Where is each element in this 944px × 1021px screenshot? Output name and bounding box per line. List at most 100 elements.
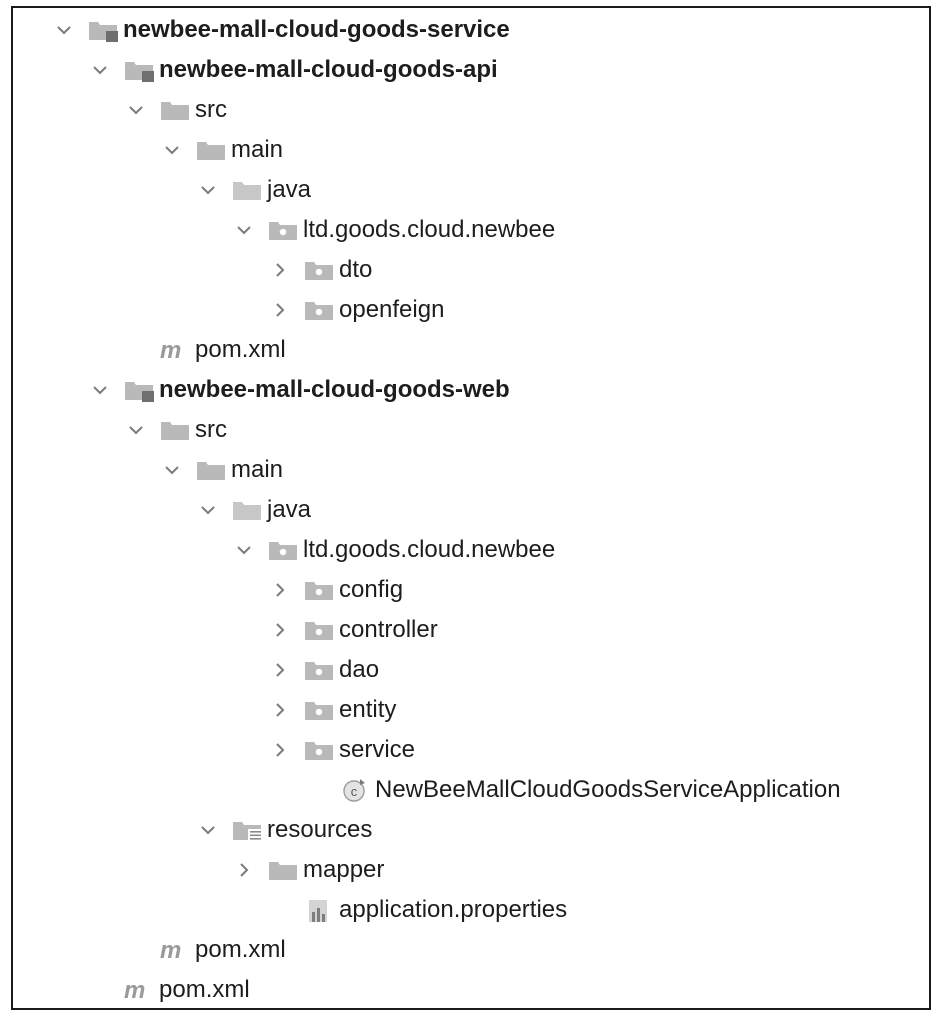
- tree-item[interactable]: main: [161, 450, 283, 490]
- tree-item[interactable]: java: [197, 170, 311, 210]
- tree-item[interactable]: openfeign: [269, 290, 444, 330]
- package-icon: [303, 576, 335, 604]
- tree-item[interactable]: resources: [197, 810, 372, 850]
- tree-item-label: dao: [339, 656, 380, 683]
- java-class-icon: c: [339, 776, 371, 804]
- chevron-down-icon[interactable]: [53, 19, 75, 41]
- svg-text:m: m: [160, 937, 181, 964]
- properties-file-icon: [303, 896, 335, 924]
- tree-item-label: src: [195, 96, 227, 123]
- source-folder-icon: [231, 176, 263, 204]
- tree-item[interactable]: controller: [269, 610, 438, 650]
- module-folder-icon: [123, 56, 155, 84]
- package-icon: [303, 256, 335, 284]
- chevron-down-icon[interactable]: [89, 379, 111, 401]
- package-icon: [303, 656, 335, 684]
- tree-item-label: pom.xml: [159, 976, 250, 1003]
- tree-item[interactable]: newbee-mall-cloud-goods-api: [89, 50, 498, 90]
- chevron-down-icon[interactable]: [125, 419, 147, 441]
- tree-item-label: resources: [267, 816, 373, 843]
- tree-item-label: main: [231, 136, 284, 163]
- chevron-down-icon[interactable]: [197, 179, 219, 201]
- chevron-spacer: [125, 339, 147, 361]
- folder-icon: [195, 456, 227, 484]
- tree-item[interactable]: m pom.xml: [89, 970, 250, 1010]
- tree-item[interactable]: java: [197, 490, 311, 530]
- tree-item-label: mapper: [303, 856, 385, 883]
- chevron-right-icon[interactable]: [269, 699, 291, 721]
- folder-icon: [159, 416, 191, 444]
- tree-item-label: ltd.goods.cloud.newbee: [303, 216, 556, 243]
- maven-icon: m: [123, 976, 155, 1004]
- folder-icon: [195, 136, 227, 164]
- maven-icon: m: [159, 336, 191, 364]
- resources-folder-icon: [231, 816, 263, 844]
- chevron-spacer: [269, 899, 291, 921]
- source-folder-icon: [231, 496, 263, 524]
- tree-item[interactable]: m pom.xml: [125, 930, 286, 970]
- tree-item[interactable]: src: [125, 410, 227, 450]
- chevron-right-icon[interactable]: [233, 859, 255, 881]
- tree-item[interactable]: newbee-mall-cloud-goods-service: [53, 10, 510, 50]
- chevron-right-icon[interactable]: [269, 739, 291, 761]
- tree-item-label: application.properties: [339, 896, 568, 923]
- tree-item[interactable]: m pom.xml: [125, 330, 286, 370]
- tree-item-label: openfeign: [339, 296, 445, 323]
- tree-item[interactable]: service: [269, 730, 415, 770]
- module-folder-icon: [123, 376, 155, 404]
- tree-item[interactable]: dto: [269, 250, 372, 290]
- tree-item-label: newbee-mall-cloud-goods-service: [123, 16, 510, 43]
- svg-text:c: c: [351, 784, 358, 799]
- tree-item[interactable]: config: [269, 570, 403, 610]
- chevron-down-icon[interactable]: [233, 539, 255, 561]
- chevron-right-icon[interactable]: [269, 619, 291, 641]
- chevron-right-icon[interactable]: [269, 299, 291, 321]
- tree-item-label: dto: [339, 256, 373, 283]
- svg-text:m: m: [124, 977, 145, 1004]
- tree-item[interactable]: application.properties: [269, 890, 567, 930]
- svg-text:m: m: [160, 337, 181, 364]
- chevron-right-icon[interactable]: [269, 259, 291, 281]
- tree-item-label: java: [267, 176, 312, 203]
- tree-item-label: NewBeeMallCloudGoodsServiceApplication: [375, 776, 841, 803]
- chevron-down-icon[interactable]: [161, 139, 183, 161]
- chevron-down-icon[interactable]: [233, 219, 255, 241]
- chevron-spacer: [305, 779, 327, 801]
- tree-item[interactable]: ltd.goods.cloud.newbee: [233, 210, 555, 250]
- chevron-spacer: [89, 979, 111, 1001]
- tree-item[interactable]: entity: [269, 690, 396, 730]
- tree-item[interactable]: dao: [269, 650, 379, 690]
- package-icon: [303, 616, 335, 644]
- tree-item-label: pom.xml: [195, 336, 286, 363]
- package-icon: [303, 736, 335, 764]
- chevron-down-icon[interactable]: [197, 819, 219, 841]
- tree-item-label: config: [339, 576, 404, 603]
- tree-item-label: main: [231, 456, 284, 483]
- tree-item-label: newbee-mall-cloud-goods-api: [159, 56, 498, 83]
- chevron-down-icon[interactable]: [125, 99, 147, 121]
- package-icon: [303, 296, 335, 324]
- package-icon: [303, 696, 335, 724]
- chevron-down-icon[interactable]: [197, 499, 219, 521]
- chevron-down-icon[interactable]: [89, 59, 111, 81]
- tree-item[interactable]: newbee-mall-cloud-goods-web: [89, 370, 510, 410]
- project-tree-panel: newbee-mall-cloud-goods-service newbee-ma…: [11, 6, 931, 1010]
- module-folder-icon: [87, 16, 119, 44]
- tree-item[interactable]: main: [161, 130, 283, 170]
- tree-item-label: entity: [339, 696, 397, 723]
- folder-icon: [267, 856, 299, 884]
- tree-item[interactable]: mapper: [233, 850, 384, 890]
- chevron-down-icon[interactable]: [161, 459, 183, 481]
- tree-item-label: controller: [339, 616, 438, 643]
- chevron-right-icon[interactable]: [269, 659, 291, 681]
- folder-icon: [159, 96, 191, 124]
- package-icon: [267, 536, 299, 564]
- tree-item[interactable]: src: [125, 90, 227, 130]
- tree-item-label: src: [195, 416, 227, 443]
- tree-item-label: newbee-mall-cloud-goods-web: [159, 376, 510, 403]
- tree-item-label: pom.xml: [195, 936, 286, 963]
- chevron-spacer: [125, 939, 147, 961]
- chevron-right-icon[interactable]: [269, 579, 291, 601]
- tree-item[interactable]: ltd.goods.cloud.newbee: [233, 530, 555, 570]
- tree-item[interactable]: c NewBeeMallCloudGoodsServiceApplication: [305, 770, 841, 810]
